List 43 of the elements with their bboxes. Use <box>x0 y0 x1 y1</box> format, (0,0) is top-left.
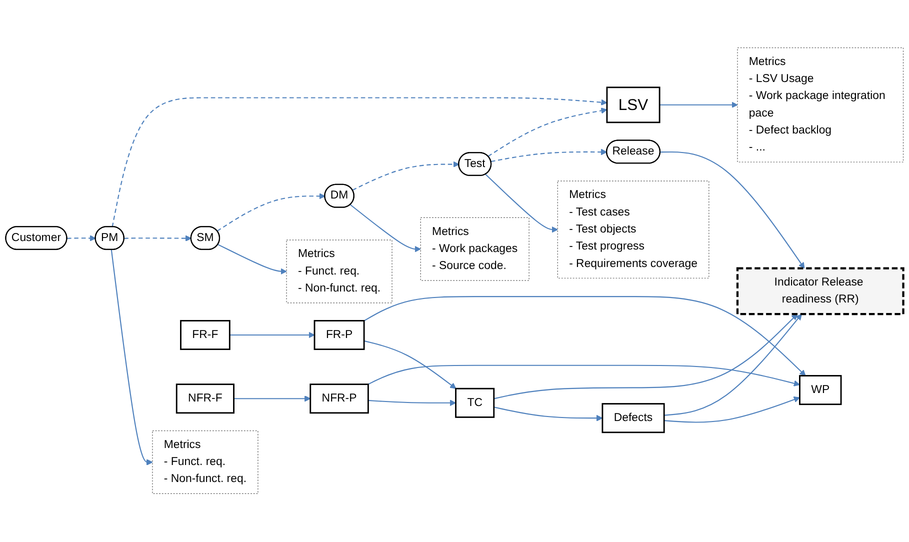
process-box: LSV <box>606 86 660 124</box>
dashed-arrow <box>112 98 608 228</box>
arrow <box>660 152 805 269</box>
metrics-note: Metrics - Funct. req. - Non-funct. req. <box>152 430 258 494</box>
dashed-arrow <box>488 108 608 158</box>
process-box: Defects <box>602 403 665 434</box>
dashed-arrow <box>490 149 608 162</box>
metrics-note: Metrics - Funct. req. - Non-funct. req. <box>286 240 392 304</box>
dashed-arrow <box>67 235 96 242</box>
arrow <box>234 396 311 402</box>
arrow <box>664 396 800 424</box>
dashed-arrow <box>352 162 460 191</box>
metrics-note: Metrics - LSV Usage - Work package integration pace - Defect backlog - ... <box>737 48 904 163</box>
arrow <box>664 314 802 416</box>
dashed-arrow <box>216 193 326 232</box>
arrow <box>350 204 421 253</box>
metrics-note: Metrics - Test cases - Test objects - Test progress - Requirements coverage <box>557 180 710 279</box>
arrow <box>364 340 456 390</box>
process-box: FR-P <box>314 320 365 350</box>
process-box: NFR-P <box>310 384 369 414</box>
process-box: FR-F <box>180 320 230 350</box>
process-ellipse: SM <box>190 226 220 250</box>
arrow <box>218 244 287 275</box>
arrow <box>494 406 603 422</box>
arrow <box>660 102 738 108</box>
process-ellipse: PM <box>94 226 124 250</box>
arrow <box>368 400 456 406</box>
arrow <box>230 332 315 338</box>
process-ellipse: DM <box>324 184 354 208</box>
arrow <box>110 250 153 466</box>
process-ellipse: Release <box>606 140 660 164</box>
arrow <box>364 296 806 376</box>
process-ellipse: Customer <box>5 226 68 250</box>
arrow <box>485 174 558 234</box>
process-box: NFR-F <box>176 384 234 414</box>
dashed-arrow <box>124 235 192 242</box>
process-ellipse: Test <box>458 152 492 176</box>
metrics-note: Metrics - Work packages - Source code. <box>420 218 530 282</box>
arrow <box>368 365 800 387</box>
process-box: TC <box>455 388 495 418</box>
indicator-box: Indicator Release readiness (RR) <box>736 268 904 316</box>
arrow <box>494 314 798 400</box>
process-box: WP <box>799 375 842 406</box>
